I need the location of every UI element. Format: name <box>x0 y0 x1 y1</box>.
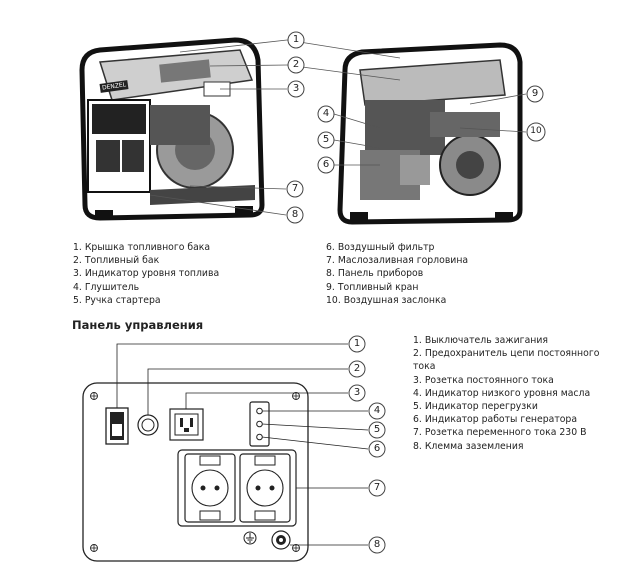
panel-callout-5: 5 <box>373 424 381 435</box>
callout-2: 2 <box>292 59 300 70</box>
legend-item: 5. Ручка стартера <box>73 294 161 306</box>
panel-callout-8: 8 <box>373 539 381 550</box>
legend-item: 4. Индикатор низкого уровня масла <box>413 387 591 399</box>
legend-item: 2. Топливный бак <box>73 255 160 267</box>
legend-item: 6. Индикатор работы генератора <box>413 414 578 426</box>
legend-top-right: 6. Воздушный фильтр 7. Маслозаливная гор… <box>326 241 468 307</box>
panel-callout-2: 2 <box>353 363 361 374</box>
panel-callout-4: 4 <box>373 405 381 416</box>
legend-item: 1. Крышка топливного бака <box>73 242 211 253</box>
legend-panel: 1. Выключатель зажигания 2. Предохраните… <box>413 334 613 453</box>
leader-lines-top <box>149 39 527 216</box>
panel-callout-7: 7 <box>373 482 381 493</box>
panel-callout-6: 6 <box>373 443 381 454</box>
panel-callout-1: 1 <box>353 338 361 349</box>
callout-1: 1 <box>292 34 300 45</box>
generator-front-view <box>79 37 265 221</box>
callout-6: 6 <box>322 159 330 170</box>
callout-5: 5 <box>322 134 330 145</box>
legend-item: 10. Воздушная заслонка <box>326 294 447 306</box>
panel-callout-3: 3 <box>353 387 361 398</box>
callout-10: 10 <box>530 126 542 136</box>
legend-top-left: 1. Крышка топливного бака 2. Топливный б… <box>73 241 219 307</box>
legend-item: 2. Предохранитель цепи постоянного тока <box>413 348 600 373</box>
callout-8: 8 <box>291 209 299 220</box>
legend-item: 3. Индикатор уровня топлива <box>73 268 220 280</box>
legend-item: 6. Воздушный фильтр <box>326 242 435 253</box>
legend-item: 7. Розетка переменного тока 230 В <box>413 427 587 439</box>
generator-illustration <box>79 37 527 225</box>
legend-item: 7. Маслозаливная горловина <box>326 255 469 267</box>
legend-item: 5. Индикатор перегрузки <box>413 401 538 413</box>
control-panel-diagram <box>82 335 386 562</box>
panel-section-title: Панель управления <box>72 318 204 332</box>
legend-item: 8. Панель приборов <box>326 268 424 280</box>
callout-3: 3 <box>292 83 300 94</box>
legend-item: 8. Клемма заземления <box>413 440 524 452</box>
legend-item: 3. Розетка постоянного тока <box>413 374 554 386</box>
callout-4: 4 <box>322 108 330 119</box>
legend-item: 1. Выключатель зажигания <box>413 335 548 346</box>
generator-back-view <box>337 42 523 225</box>
legend-item: 4. Глушитель <box>73 281 140 293</box>
legend-item: 9. Топливный кран <box>326 281 419 293</box>
callout-9: 9 <box>531 88 539 99</box>
callout-7: 7 <box>291 183 299 194</box>
